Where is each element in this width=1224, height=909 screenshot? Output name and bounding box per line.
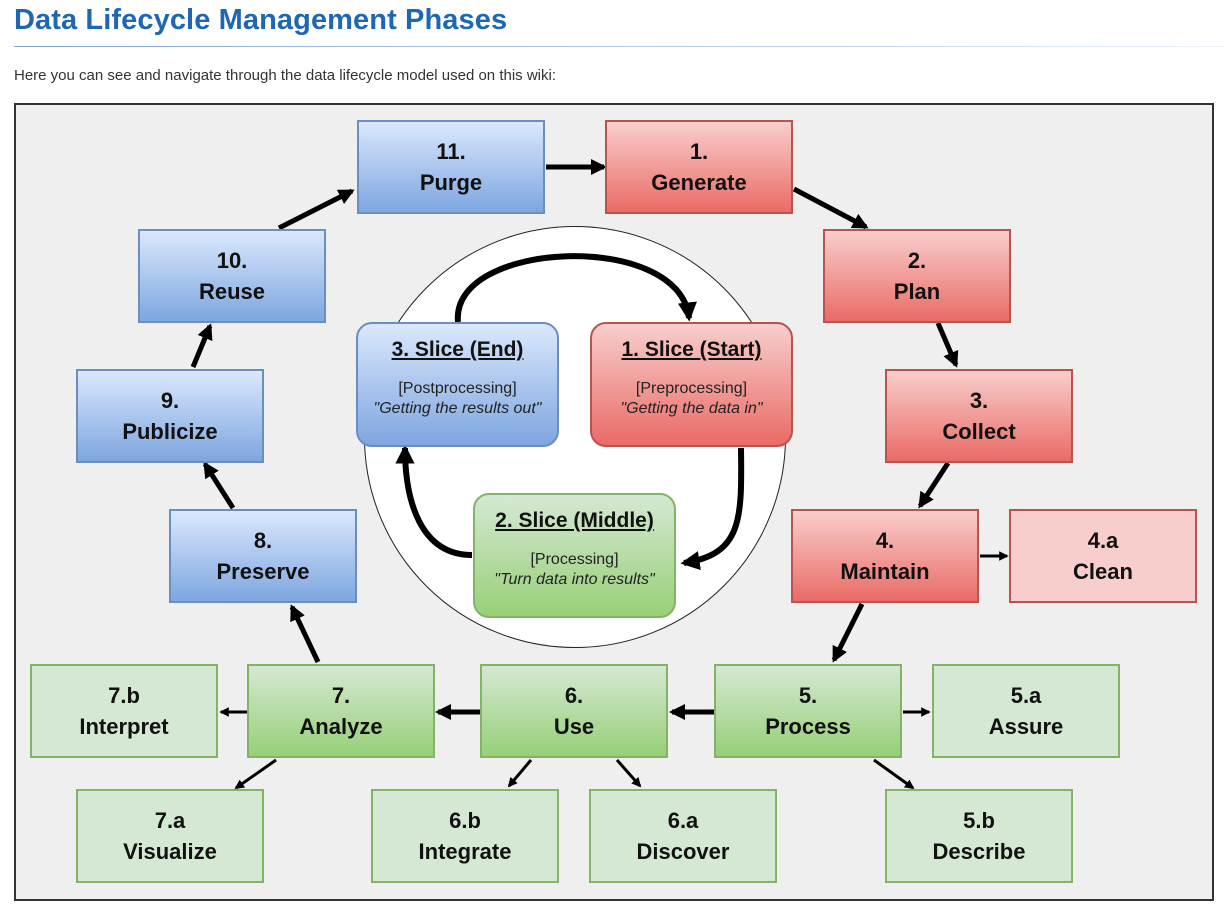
phase-label: Purge [419,170,483,195]
phase-7-analyze[interactable]: 7. Analyze [247,664,435,758]
slice-subtitle: [Preprocessing] [635,380,748,397]
arrow-slice-end-to-start [454,253,697,323]
slice-middle[interactable]: 2. Slice (Middle) [Processing] "Turn dat… [473,493,676,618]
phase-label: Plan [893,279,941,304]
phase-label: Clean [1073,559,1133,584]
title-divider [14,46,1224,47]
phase-label: Reuse [198,279,266,304]
phase-number: 4. [875,528,895,553]
phase-label: Maintain [840,559,930,584]
arrow-6-to-6b [507,759,533,788]
phase-label: Preserve [216,559,310,584]
arrow-10-to-11 [277,188,355,231]
phase-label: Interpret [79,714,169,739]
phase-number: 7.a [154,808,186,833]
phase-label: Assure [988,714,1064,739]
slice-subtitle: [Processing] [530,551,619,568]
phase-label: Integrate [418,839,512,864]
phase-label: Describe [932,839,1026,864]
phase-number: 6.a [667,808,699,833]
phase-1-generate[interactable]: 1. Generate [605,120,793,214]
phase-number: 10. [216,248,248,273]
phase-5b-describe[interactable]: 5.b Describe [885,789,1073,883]
phase-number: 7. [331,683,351,708]
phase-label: Process [765,714,851,739]
phase-6a-discover[interactable]: 6.a Discover [589,789,777,883]
arrow-3-to-4 [917,461,951,509]
page-title: Data Lifecycle Management Phases [14,4,508,36]
arrow-9-to-10 [190,323,213,368]
arrow-8-to-9 [202,461,236,510]
phase-number: 11. [436,139,466,164]
slice-quote: "Turn data into results" [494,571,655,588]
phase-number: 6. [564,683,584,708]
phase-9-publicize[interactable]: 9. Publicize [76,369,264,463]
phase-number: 2. [907,248,927,273]
phase-10-reuse[interactable]: 10. Reuse [138,229,326,323]
arrow-4-to-5 [831,602,865,663]
phase-4a-clean[interactable]: 4.a Clean [1009,509,1197,603]
phase-6b-integrate[interactable]: 6.b Integrate [371,789,559,883]
arrow-5-to-5b [873,758,915,790]
phase-number: 5. [798,683,818,708]
phase-7b-interpret[interactable]: 7.b Interpret [30,664,218,758]
phase-5-process[interactable]: 5. Process [714,664,902,758]
phase-label: Use [553,714,595,739]
phase-number: 3. [969,388,989,413]
phase-number: 9. [160,388,180,413]
phase-6-use[interactable]: 6. Use [480,664,668,758]
phase-2-plan[interactable]: 2. Plan [823,229,1011,323]
arrow-2-to-3 [935,322,959,368]
slice-start[interactable]: 1. Slice (Start) [Preprocessing] "Gettin… [590,322,793,447]
slice-subtitle: [Postprocessing] [398,380,517,397]
phase-label: Generate [651,170,747,195]
phase-7a-visualize[interactable]: 7.a Visualize [76,789,264,883]
phase-11-purge[interactable]: 11. Purge [357,120,545,214]
phase-8-preserve[interactable]: 8. Preserve [169,509,357,603]
phase-4-maintain[interactable]: 4. Maintain [791,509,979,603]
phase-label: Analyze [299,714,383,739]
slice-title: 3. Slice (End) [391,338,524,361]
phase-5a-assure[interactable]: 5.a Assure [932,664,1120,758]
arrow-slice-start-to-middle [680,447,745,571]
arrow-6-to-6a [615,759,642,788]
phase-3-collect[interactable]: 3. Collect [885,369,1073,463]
slice-quote: "Getting the results out" [373,400,542,417]
phase-number: 6.b [449,808,481,833]
phase-label: Publicize [122,419,218,444]
phase-number: 7.b [108,683,140,708]
phase-number: 4.a [1087,528,1119,553]
arrow-slice-middle-to-end [395,444,473,558]
phase-label: Discover [636,839,730,864]
arrow-1-to-2 [792,186,869,230]
arrow-7-to-8 [289,604,321,664]
phase-number: 8. [253,528,273,553]
phase-label: Visualize [123,839,217,864]
phase-number: 5.b [963,808,995,833]
slice-quote: "Getting the data in" [620,400,763,417]
slice-title: 1. Slice (Start) [621,338,762,361]
phase-number: 5.a [1010,683,1042,708]
phase-number: 1. [689,139,709,164]
intro-text: Here you can see and navigate through th… [14,67,556,84]
slice-end[interactable]: 3. Slice (End) [Postprocessing] "Getting… [356,322,559,447]
slice-title: 2. Slice (Middle) [495,509,654,532]
phase-label: Collect [942,419,1016,444]
arrow-7-to-7a [234,758,277,790]
